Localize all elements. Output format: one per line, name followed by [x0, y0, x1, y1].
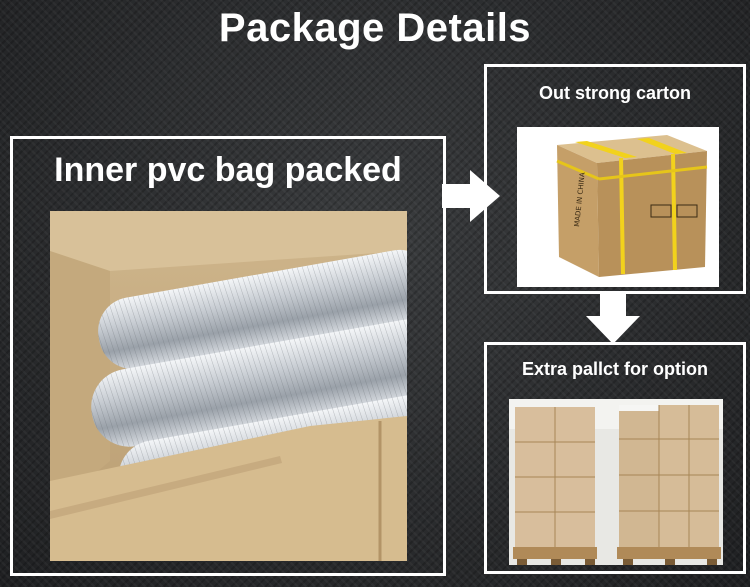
pallet-label: Extra pallct for option — [521, 359, 708, 379]
inner-bag-panel: Inner pvc bag packed — [10, 136, 446, 576]
arrow-down-icon — [586, 292, 640, 344]
arrow-right-icon — [442, 170, 500, 222]
carton-panel: Out strong carton MADE IN CHINA — [484, 64, 746, 294]
ducts-illustration — [50, 211, 407, 561]
inner-bag-label: Inner pvc bag packed — [54, 151, 402, 189]
carton-illustration: MADE IN CHINA — [556, 135, 708, 277]
pallet-panel: Extra pallct for option — [484, 342, 746, 574]
pallet-photo — [509, 399, 723, 565]
ducts-photo — [50, 211, 407, 561]
carton-photo: MADE IN CHINA — [517, 127, 719, 287]
carton-label: Out strong carton — [539, 83, 691, 103]
page-title: Package Details — [218, 6, 532, 50]
pallet-illustration — [509, 399, 723, 565]
